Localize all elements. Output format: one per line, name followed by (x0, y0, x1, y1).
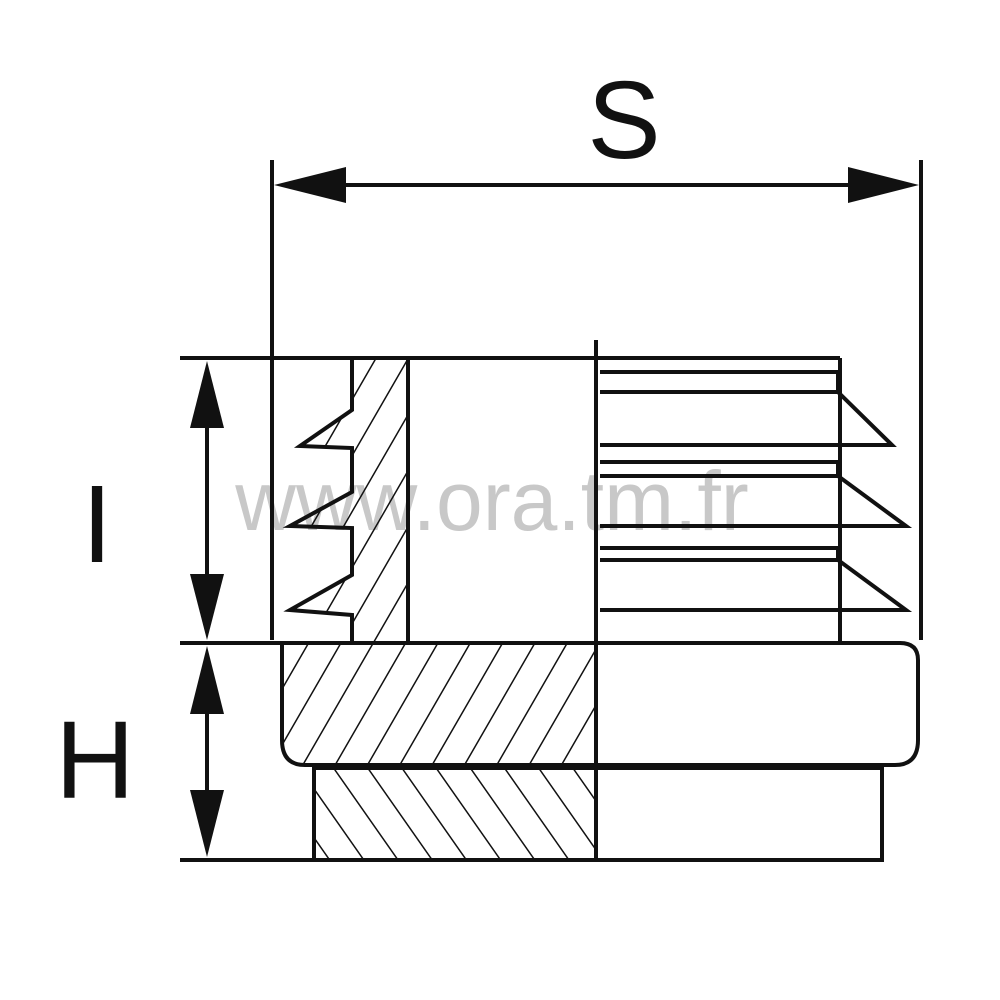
s-dimension-label: S (587, 59, 660, 182)
insert-outline (312, 766, 884, 862)
h-arrow-bottom (190, 790, 224, 857)
s-arrow-left (274, 167, 346, 203)
h-arrow-top (190, 646, 224, 714)
fin-3 (600, 546, 913, 612)
h-dimension-label: H (55, 699, 134, 822)
i-arrow-bottom (190, 574, 224, 640)
fin-1 (600, 370, 897, 447)
i-dimension-label: I (82, 463, 113, 586)
i-arrow-top (190, 361, 224, 428)
s-arrow-right (848, 167, 919, 203)
cap-outline (596, 641, 920, 767)
watermark-text: www.ora.tm.fr (234, 454, 748, 548)
section-insert (312, 766, 598, 862)
section-cap (280, 641, 598, 767)
